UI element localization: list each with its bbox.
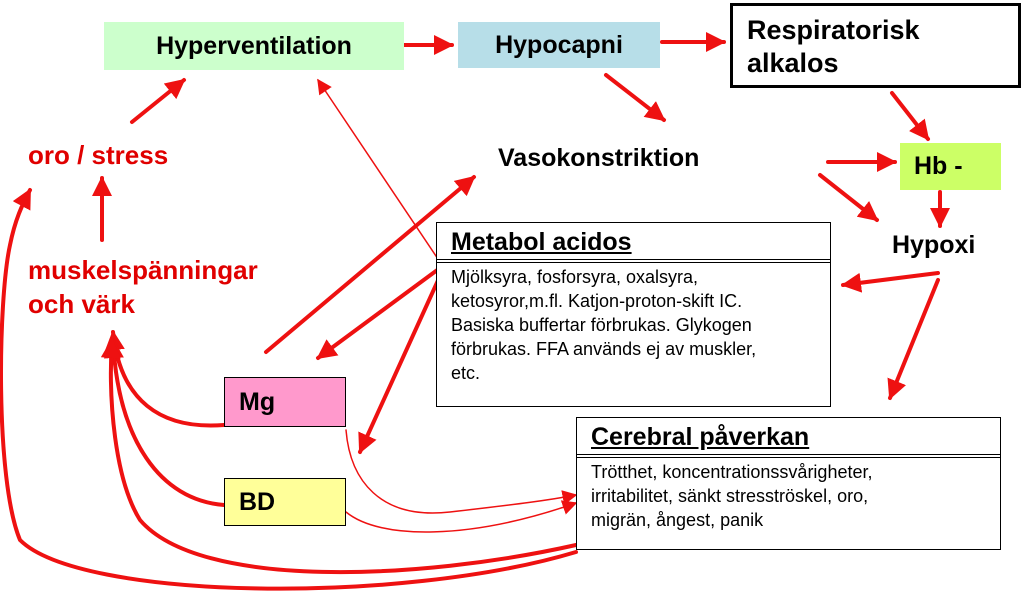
edge-mg-vasokonstriktion (264, 175, 476, 354)
cerebral-paverkan-body: Trötthet, koncentrationssvårigheter, irr… (577, 458, 1000, 532)
cerebral-paverkan-divider (577, 454, 1000, 458)
mg-box: Mg (224, 377, 346, 427)
respiratorisk-alkalos-box: Respiratorisk alkalos (730, 3, 1021, 88)
metabol-acidos-line: Mjölksyra, fosforsyra, oxalsyra, (451, 267, 699, 287)
hyperventilation-label: Hyperventilation (156, 31, 352, 60)
edge-mg-cerebral-paverkan (345, 429, 578, 514)
cerebral-paverkan-line: Trötthet, koncentrationssvårigheter, (591, 462, 873, 482)
edge-metabol-acidos-bd (358, 274, 442, 454)
hypoxi-label: Hypoxi (892, 231, 976, 259)
respiratorisk-alkalos-line-1: Respiratorisk (747, 15, 920, 45)
edge-oro-stress-hyperventilation (130, 78, 186, 124)
bd-label: BD (239, 487, 276, 516)
hypokapni-box: Hypocapni (458, 22, 660, 68)
metabol-acidos-line: förbrukas. FFA används ej av muskler, (451, 339, 757, 359)
cerebral-paverkan-title: Cerebral påverkan (591, 423, 810, 451)
respiratorisk-alkalos-line-2: alkalos (747, 48, 839, 78)
metabol-acidos-divider (437, 259, 830, 263)
vasokonstriktion-node: Vasokonstriktion (498, 144, 699, 173)
edge-hypoxi-metabol-acidos (841, 271, 940, 293)
hb-box: Hb - (900, 143, 1001, 190)
edge-respiratorisk-alkalos-hb (890, 91, 930, 141)
mg-label: Mg (239, 387, 276, 416)
hypokapni-label: Hypocapni (495, 30, 623, 59)
hypoxi-node: Hypoxi (892, 231, 975, 260)
edge-mg-muskelspanningar (104, 330, 226, 428)
metabol-acidos-body: Mjölksyra, fosforsyra, oxalsyra, ketosyr… (437, 263, 830, 385)
metabol-acidos-line: Basiska buffertar förbrukas. Glykogen (451, 315, 752, 335)
cerebral-paverkan-line: irritabilitet, sänkt stresströskel, oro, (591, 486, 869, 506)
edge-hypokapni-vasokonstriktion (604, 73, 666, 122)
metabol-acidos-line: etc. (451, 363, 481, 383)
muskelspanningar-line-1: muskelspänningar (28, 255, 258, 285)
edge-cerebral-paverkan-oro-stress (0, 188, 578, 591)
edge-bd-cerebral-paverkan (345, 500, 578, 533)
hyperventilation-box: Hyperventilation (104, 22, 404, 70)
vasokonstriktion-label: Vasokonstriktion (498, 144, 700, 172)
cerebral-paverkan-line: migrän, ångest, panik (591, 510, 764, 530)
edge-cerebral-paverkan-muskelspanningar (100, 338, 578, 575)
oro-stress-node: oro / stress (28, 140, 168, 171)
edge-vasokonstriktion-hypoxi (818, 173, 879, 222)
muskelspanningar-node: muskelspänningar och värk (28, 253, 258, 321)
bd-box: BD (224, 478, 346, 526)
oro-stress-label: oro / stress (28, 140, 169, 170)
edge-metabol-acidos-mg (316, 266, 442, 360)
metabol-acidos-box: Metabol acidos Mjölksyra, fosforsyra, ox… (436, 222, 831, 407)
hb-label: Hb - (914, 152, 963, 180)
metabol-acidos-title: Metabol acidos (451, 228, 632, 256)
edge-hypoxi-cerebral-paverkan (887, 278, 940, 400)
muskelspanningar-line-2: och värk (28, 289, 135, 319)
metabol-acidos-line: ketosyror,m.fl. Katjon-proton-skift IC. (451, 291, 743, 311)
cerebral-paverkan-box: Cerebral påverkan Trötthet, koncentratio… (576, 417, 1001, 550)
edge-bd-muskelspanningar (103, 338, 226, 507)
edge-metabol-acidos-hyperventilation (317, 78, 441, 263)
